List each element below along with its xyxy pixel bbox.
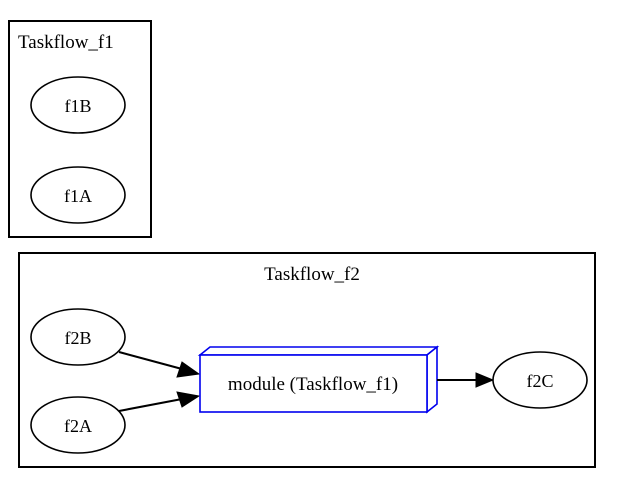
node-module[interactable]: module (Taskflow_f1) <box>197 345 440 414</box>
edge-module-to-f2C[interactable] <box>437 372 495 388</box>
node-f2B-label: f2B <box>65 328 92 348</box>
node-f2B-shape <box>30 308 126 366</box>
cluster-taskflow-f2[interactable]: Taskflow_f2 <box>18 252 596 468</box>
node-f2C-label: f2C <box>527 371 554 391</box>
node-f2A[interactable]: f2A <box>30 396 126 454</box>
edge-f2A-to-module-line <box>118 397 183 413</box>
cluster-taskflow-f1-border <box>8 20 152 238</box>
node-module-top-face <box>197 346 440 356</box>
cluster-taskflow-f1-label: Taskflow_f1 <box>18 32 114 53</box>
node-f1A-shape <box>30 166 126 224</box>
edge-f2A-to-module[interactable] <box>118 391 201 413</box>
edge-f2B-to-module[interactable] <box>118 350 201 378</box>
node-f2C[interactable]: f2C <box>492 351 588 409</box>
cluster-taskflow-f2-label: Taskflow_f2 <box>264 264 360 285</box>
node-f2C-shape <box>492 351 588 409</box>
node-f1B-label: f1B <box>65 96 92 116</box>
edge-f2A-to-module-arrowhead <box>176 391 201 408</box>
cluster-taskflow-f2-border <box>18 252 596 468</box>
node-f1A-label: f1A <box>64 186 92 206</box>
node-f2B[interactable]: f2B <box>30 308 126 366</box>
cluster-taskflow-f1[interactable]: Taskflow_f1 <box>8 20 152 238</box>
node-module-right-face <box>426 345 438 414</box>
node-module-label: module (Taskflow_f1) <box>228 374 398 395</box>
node-f2A-label: f2A <box>64 416 92 436</box>
node-f1B-shape <box>30 76 126 134</box>
edge-f2B-to-module-arrowhead <box>176 361 201 378</box>
node-f1B[interactable]: f1B <box>30 76 126 134</box>
node-f1A[interactable]: f1A <box>30 166 126 224</box>
node-module-front-face <box>199 354 428 413</box>
edge-f2B-to-module-line <box>118 350 183 371</box>
node-f2A-shape <box>30 396 126 454</box>
edge-module-to-f2C-arrowhead <box>475 372 495 388</box>
